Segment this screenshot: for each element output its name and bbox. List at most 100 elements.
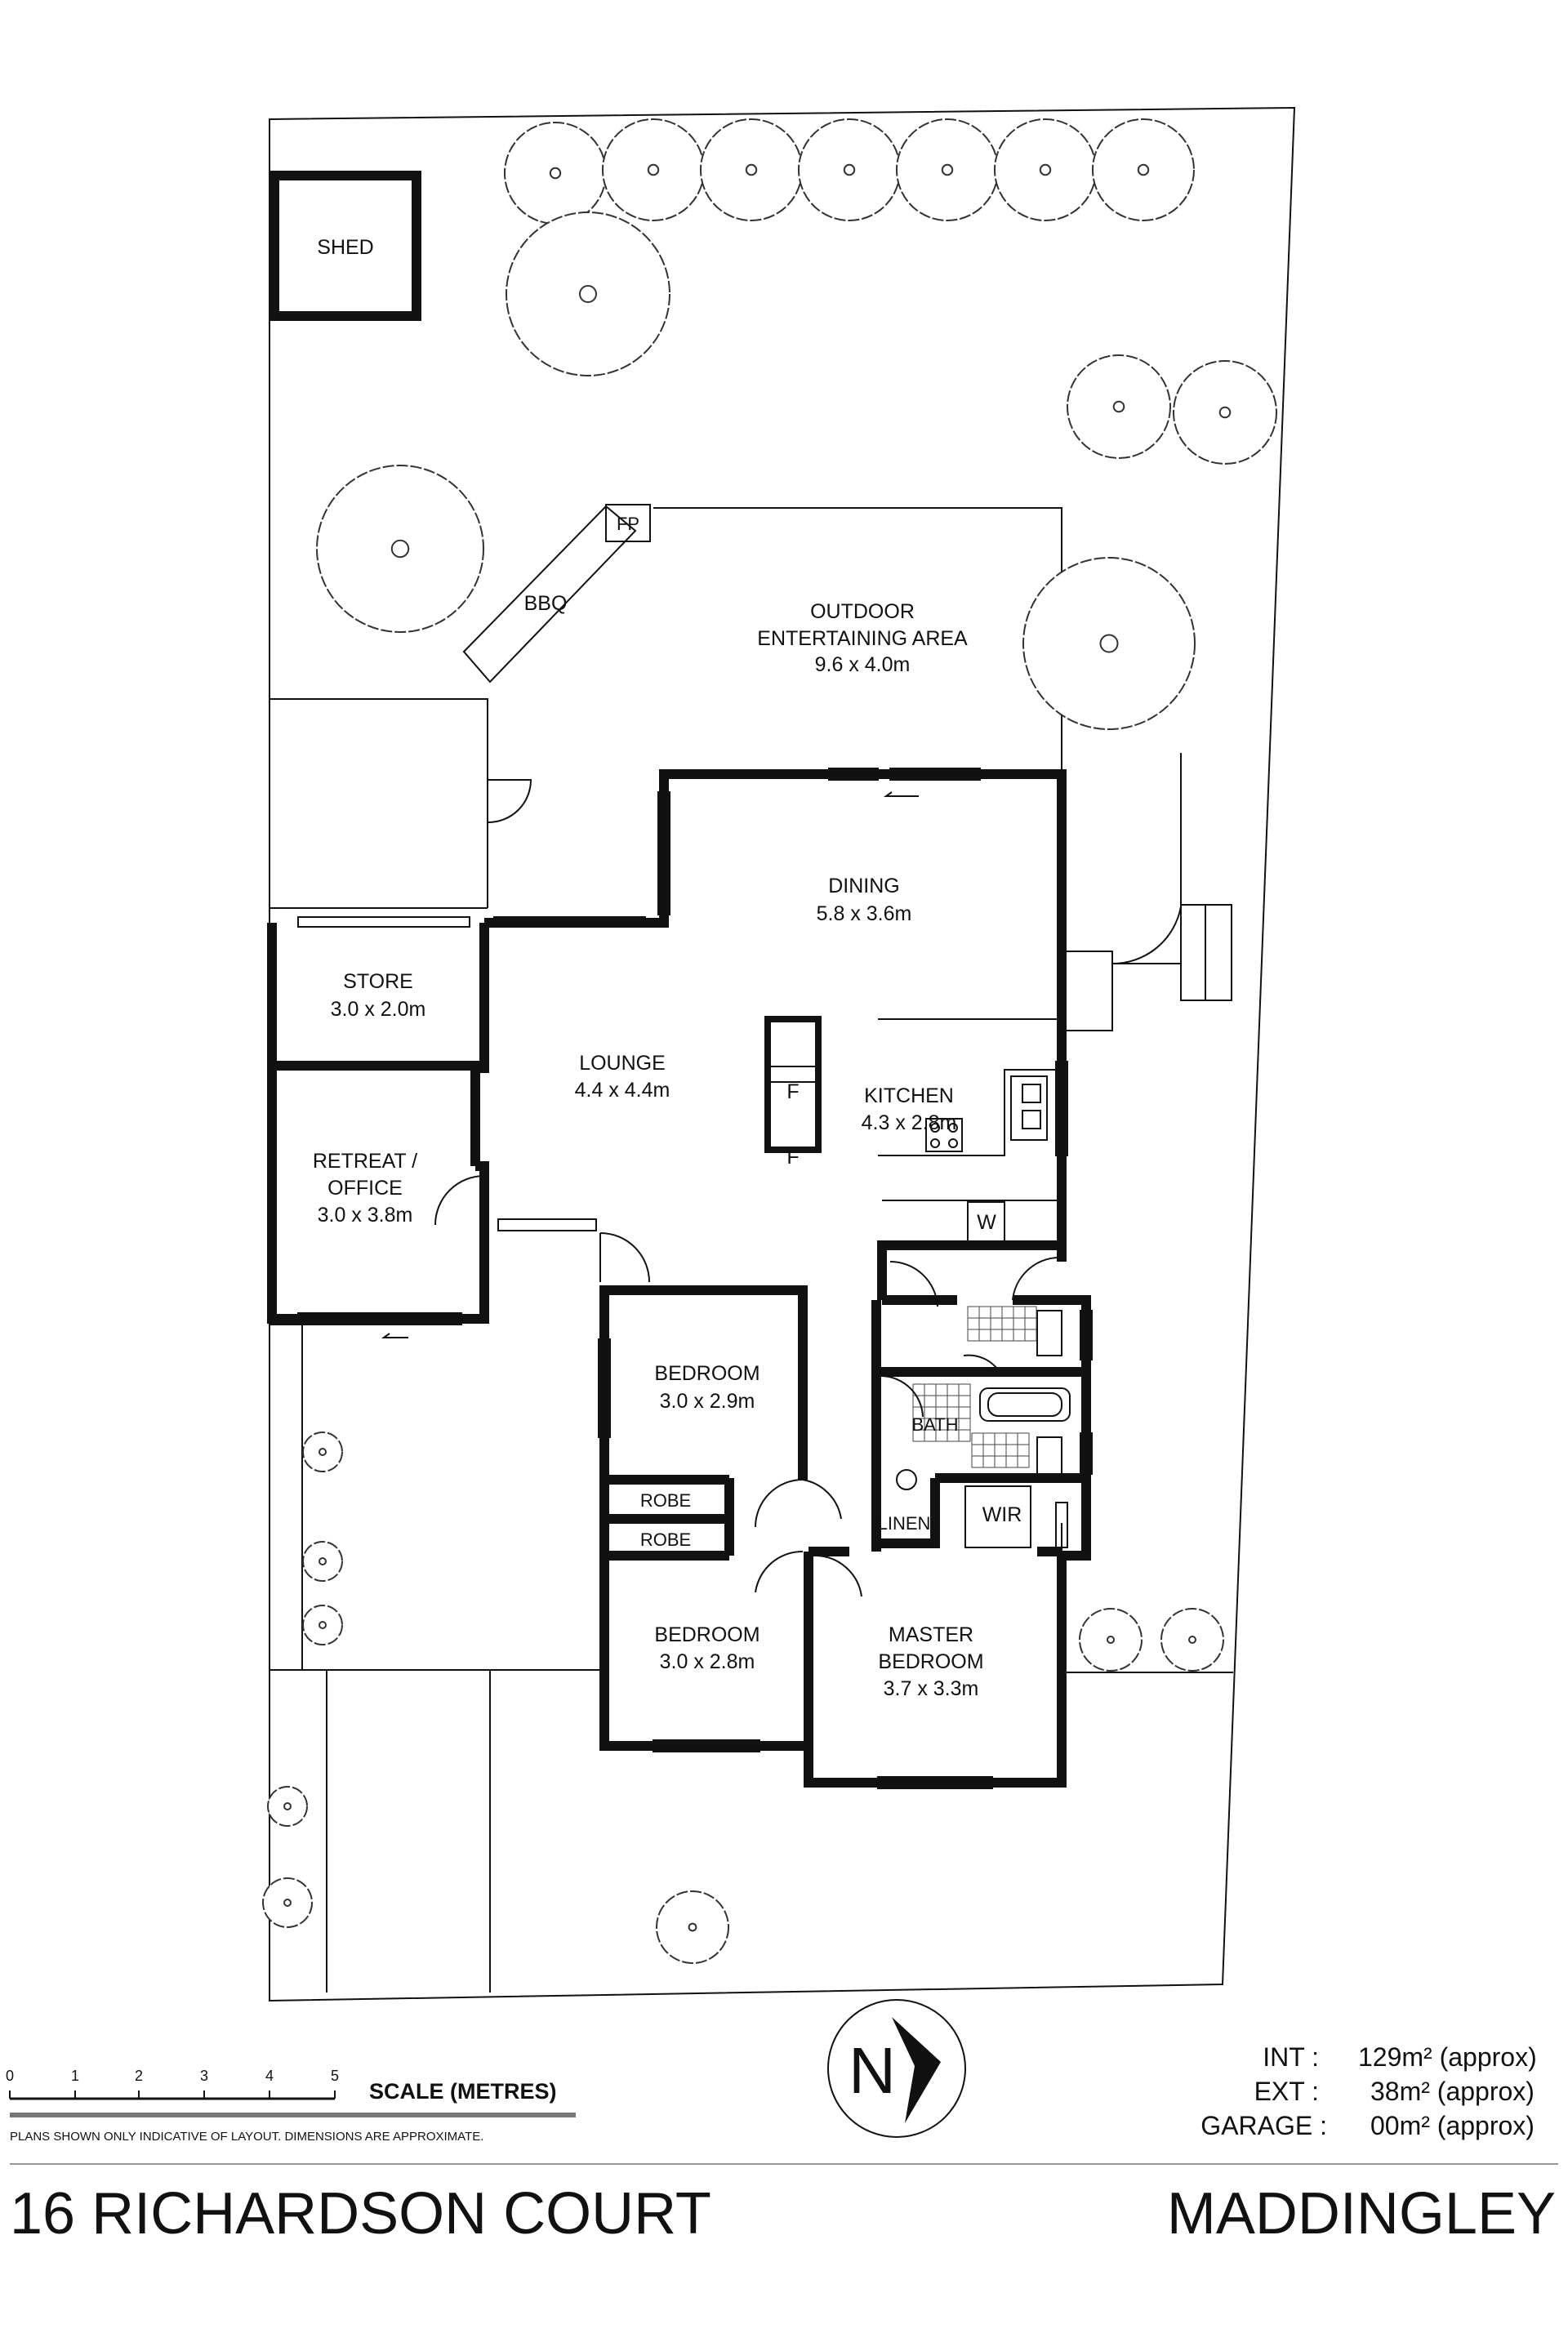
floor-tile xyxy=(935,1395,948,1408)
floor-tile xyxy=(1017,1432,1030,1445)
dining-name: DINING xyxy=(828,875,900,897)
robe-label-2: ROBE xyxy=(640,1529,691,1550)
floor-tile xyxy=(1017,1444,1030,1457)
floor-tile xyxy=(967,1317,980,1330)
tree-canopy xyxy=(700,118,803,221)
bedroom-1-dim: 3.0 x 2.9m xyxy=(660,1390,755,1413)
wir-label: WIR xyxy=(982,1503,1022,1526)
lounge-name: LOUNGE xyxy=(579,1052,666,1075)
tree-canopy xyxy=(994,118,1097,221)
disclaimer: PLANS SHOWN ONLY INDICATIVE OF LAYOUT. D… xyxy=(10,2130,483,2144)
tree-trunk-icon xyxy=(283,1802,292,1810)
tree-trunk-icon xyxy=(549,167,562,180)
tree-canopy xyxy=(1173,360,1277,465)
bath-label: BATH xyxy=(911,1414,958,1435)
int-value: 129m² (approx) xyxy=(1358,2042,1537,2072)
tree-trunk-icon xyxy=(647,163,660,176)
floor-tile xyxy=(1005,1432,1018,1445)
tree-canopy xyxy=(506,212,670,376)
windows xyxy=(297,768,1093,1789)
floor-tile xyxy=(1001,1306,1014,1319)
tree-trunk-icon xyxy=(1099,634,1119,653)
retreat-name-2: OFFICE xyxy=(327,1177,403,1200)
bbq-bench xyxy=(462,505,637,683)
floor-tile xyxy=(1001,1329,1014,1342)
north-compass: N xyxy=(827,1999,966,2138)
scale-tick-5: 5 xyxy=(331,2068,339,2084)
trees xyxy=(262,118,1277,1964)
outdoor-name-1: OUTDOOR xyxy=(810,600,915,623)
tree-canopy xyxy=(1079,1608,1143,1672)
tree-trunk-icon xyxy=(390,539,410,559)
floor-tile xyxy=(947,1395,960,1408)
kitchen-name: KITCHEN xyxy=(864,1084,954,1107)
tree-trunk-icon xyxy=(843,163,856,176)
floor-tile xyxy=(990,1306,1003,1319)
floor-tile xyxy=(1013,1329,1026,1342)
compass-letter: N xyxy=(849,2034,896,2107)
store-name: STORE xyxy=(343,970,413,993)
tree-trunk-icon xyxy=(745,163,758,176)
floor-tile xyxy=(978,1306,991,1319)
tree-trunk-icon xyxy=(1188,1636,1196,1644)
floor-tile xyxy=(990,1329,1003,1342)
tree-canopy xyxy=(504,122,607,225)
master-dim: 3.7 x 3.3m xyxy=(884,1677,979,1700)
scale-tick-2: 2 xyxy=(135,2068,143,2084)
tree-trunk-icon xyxy=(1137,163,1150,176)
joinery xyxy=(764,1016,1071,1548)
tree-trunk-icon xyxy=(579,285,597,303)
bedroom-1-name: BEDROOM xyxy=(654,1362,760,1385)
tree-trunk-icon xyxy=(283,1899,292,1907)
compass-arrow-icon xyxy=(892,2017,941,2123)
tree-canopy xyxy=(1092,118,1195,221)
int-label: INT : xyxy=(1263,2042,1319,2072)
w-label: W xyxy=(977,1211,996,1234)
tree-canopy xyxy=(602,118,705,221)
floor-tile xyxy=(1001,1317,1014,1330)
floor-tile xyxy=(958,1429,971,1442)
retreat-name-1: RETREAT / xyxy=(313,1150,417,1173)
tree-trunk-icon xyxy=(688,1922,697,1932)
floor-tile xyxy=(1005,1444,1018,1457)
floor-tile xyxy=(967,1306,980,1319)
tree-canopy xyxy=(302,1605,343,1645)
tree-canopy xyxy=(262,1877,313,1928)
bedroom-2-name: BEDROOM xyxy=(654,1623,760,1646)
tree-canopy xyxy=(656,1890,729,1964)
floor-tile xyxy=(935,1383,948,1396)
scale-tick-0: 0 xyxy=(6,2068,14,2084)
floor-tile xyxy=(1013,1306,1026,1319)
fireplace-label: FP xyxy=(617,514,639,534)
floor-tile xyxy=(971,1444,984,1457)
tree-canopy xyxy=(302,1432,343,1472)
tree-trunk-icon xyxy=(318,1557,327,1565)
floor-tile xyxy=(982,1444,996,1457)
tree-canopy xyxy=(267,1786,308,1827)
floor-tile xyxy=(1024,1329,1037,1342)
garage-value: 00m² (approx) xyxy=(1370,2111,1535,2140)
bedroom-2-dim: 3.0 x 2.8m xyxy=(660,1650,755,1673)
master-name-2: BEDROOM xyxy=(878,1650,983,1673)
ext-value: 38m² (approx) xyxy=(1370,2077,1535,2106)
floor-tile xyxy=(990,1317,1003,1330)
tree-canopy xyxy=(316,465,484,633)
floor-tile xyxy=(994,1444,1007,1457)
property-boundary xyxy=(269,106,1296,2002)
floor-tile xyxy=(967,1329,980,1342)
linen-label: LINEN xyxy=(878,1513,931,1534)
shed-label: SHED xyxy=(317,236,373,259)
door-swings xyxy=(434,1175,1058,1597)
tree-canopy xyxy=(1067,354,1171,459)
floor-tile xyxy=(1017,1455,1030,1468)
shed-structure xyxy=(270,171,421,321)
floor-tile xyxy=(1005,1455,1018,1468)
tree-trunk-icon xyxy=(1039,163,1052,176)
tree-canopy xyxy=(896,118,999,221)
tree-canopy xyxy=(1022,557,1196,730)
garage-label: GARAGE : xyxy=(1200,2111,1327,2140)
tree-trunk-icon xyxy=(318,1448,327,1456)
bbq-label: BBQ xyxy=(524,592,568,615)
fireplace xyxy=(605,504,651,542)
floor-tile xyxy=(978,1317,991,1330)
